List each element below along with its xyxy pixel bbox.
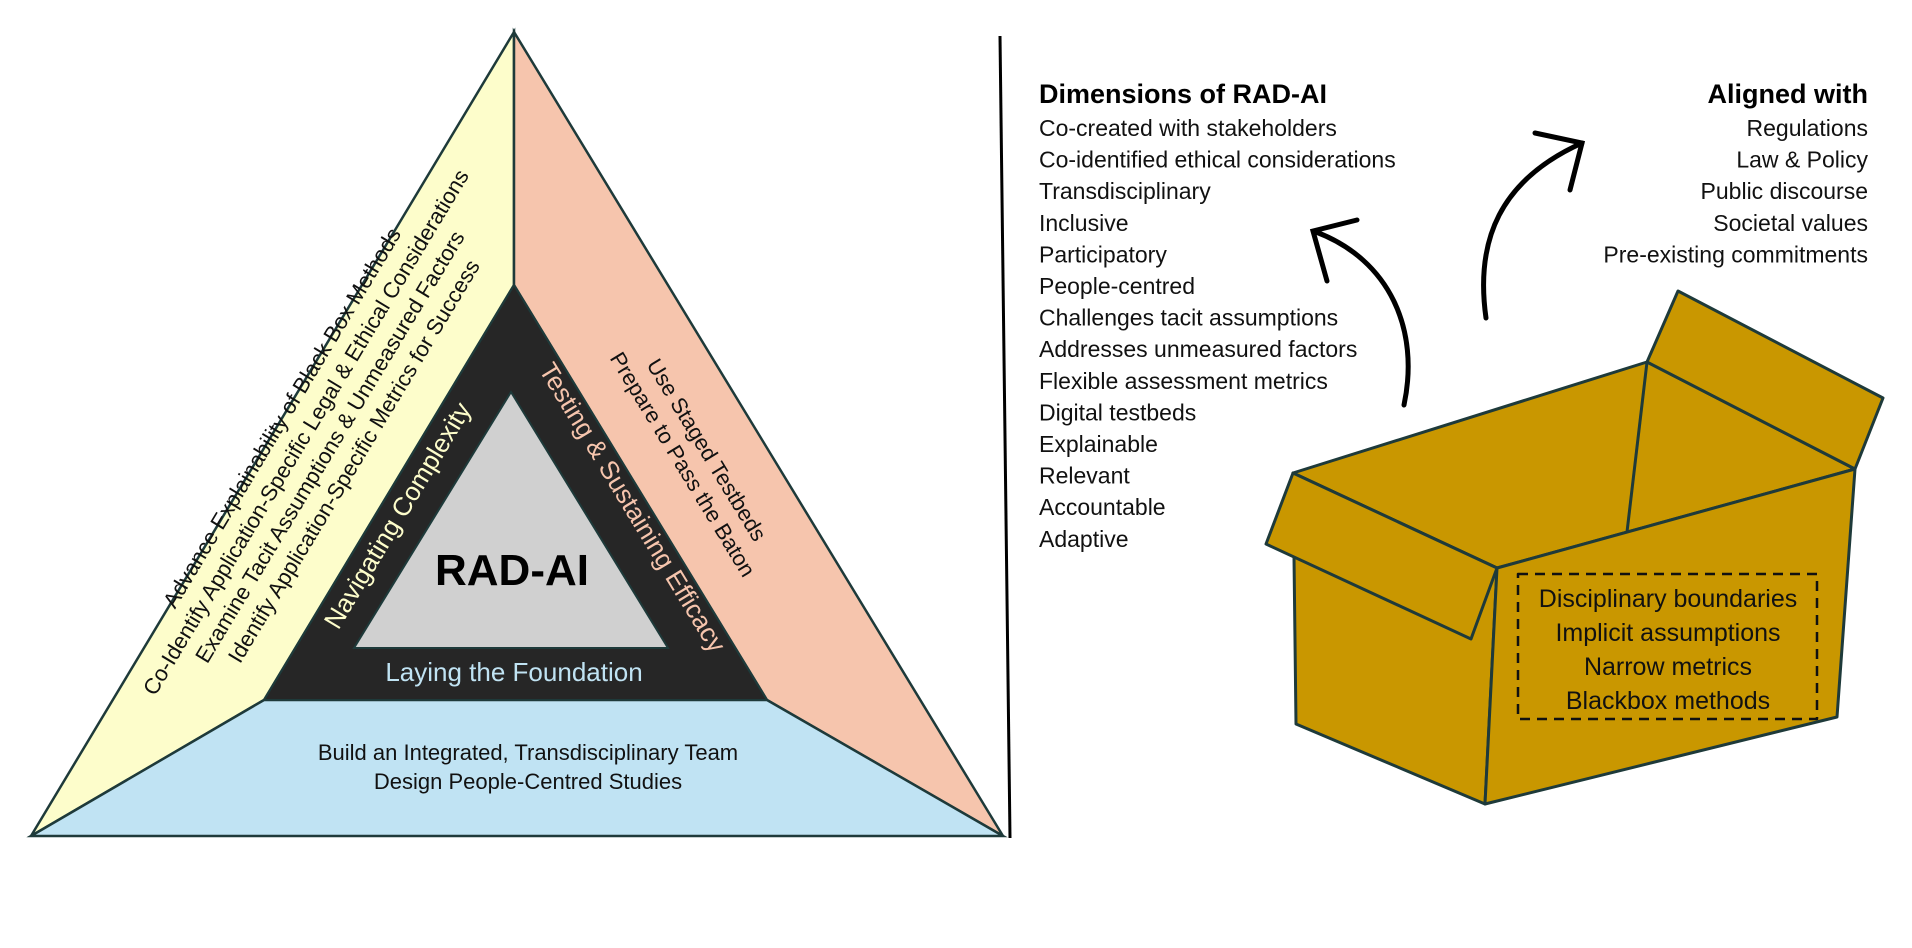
box-item: Disciplinary boundaries xyxy=(1539,585,1797,613)
box-item: Implicit assumptions xyxy=(1555,619,1780,647)
dimension-item: Relevant xyxy=(1039,463,1130,489)
dimension-item: Digital testbeds xyxy=(1039,399,1196,425)
aligned-title: Aligned with xyxy=(1708,79,1868,109)
core-title: RAD-AI xyxy=(435,546,589,595)
triangle-framework: RAD-AI Navigating Complexity Testing & S… xyxy=(26,27,1008,838)
dimension-item: Accountable xyxy=(1039,494,1166,520)
dimension-item: Adaptive xyxy=(1039,526,1129,552)
dimension-item: Co-identified ethical considerations xyxy=(1039,147,1396,173)
dimension-item: Flexible assessment metrics xyxy=(1039,368,1328,394)
aligned-item: Pre-existing commitments xyxy=(1603,241,1868,267)
aligned-item: Regulations xyxy=(1747,115,1868,141)
arrow-head-aligned xyxy=(1532,130,1586,193)
divider-line xyxy=(998,35,1012,839)
arrow-to-aligned xyxy=(1481,140,1585,321)
box-item: Narrow metrics xyxy=(1584,653,1752,681)
dimension-item: Participatory xyxy=(1039,241,1167,267)
aligned-item: Societal values xyxy=(1713,210,1868,236)
dimensions-items: Co-created with stakeholdersCo-identifie… xyxy=(1039,115,1396,552)
dimensions-title: Dimensions of RAD-AI xyxy=(1039,79,1327,109)
box-item: Blackbox methods xyxy=(1566,687,1770,715)
bottom-item: Build an Integrated, Transdisciplinary T… xyxy=(318,740,738,765)
dimension-item: Challenges tacit assumptions xyxy=(1039,305,1338,331)
dimensions-list: Dimensions of RAD-AI Co-created with sta… xyxy=(1039,79,1396,552)
aligned-item: Law & Policy xyxy=(1736,147,1868,173)
box-front-left-flap xyxy=(1264,471,1499,641)
box-inner-edge xyxy=(1625,361,1649,533)
dimension-item: Co-created with stakeholders xyxy=(1039,115,1337,141)
dimension-item: Explainable xyxy=(1039,431,1158,457)
core-triangle xyxy=(352,390,670,649)
arrows xyxy=(1309,130,1586,408)
dimension-item: Addresses unmeasured factors xyxy=(1039,336,1357,362)
laying-foundation-label: Laying the Foundation xyxy=(385,657,642,687)
dimension-item: People-centred xyxy=(1039,273,1195,299)
bottom-item: Design People-Centred Studies xyxy=(374,769,682,794)
dimension-item: Inclusive xyxy=(1039,210,1128,236)
dimension-item: Transdisciplinary xyxy=(1039,178,1211,204)
aligned-item: Public discourse xyxy=(1701,178,1868,204)
box-back-right-flap xyxy=(1645,289,1885,471)
arrow-to-dimensions xyxy=(1313,229,1411,408)
arrow-head-dimensions xyxy=(1309,217,1360,284)
